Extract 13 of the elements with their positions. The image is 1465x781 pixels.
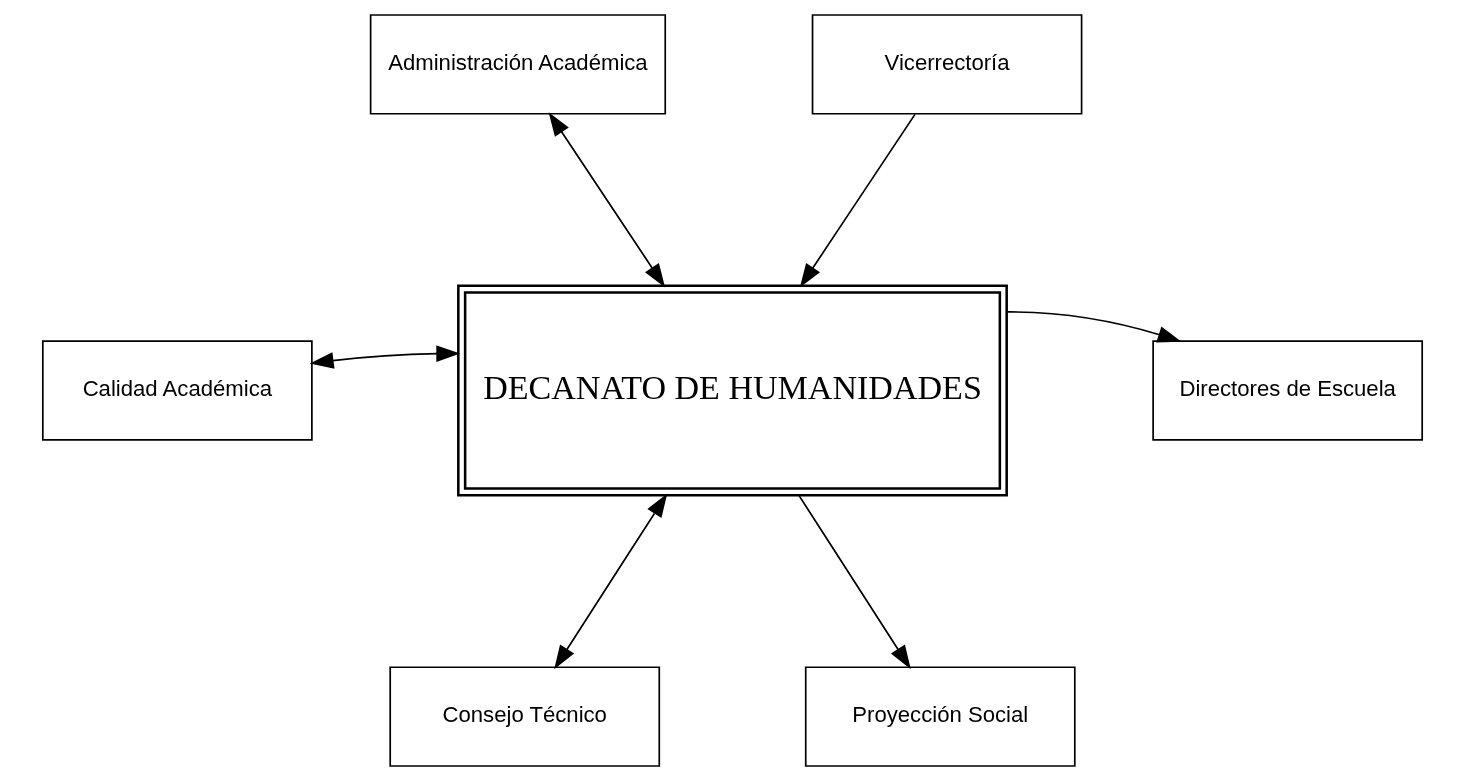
arrow <box>799 113 916 288</box>
arrow <box>798 494 911 670</box>
node-box: Consejo Técnico <box>389 666 661 767</box>
node-box: Vicerrectoría <box>811 14 1083 115</box>
node-box: Administración Académica <box>369 14 667 115</box>
node-box: Proyección Social <box>804 666 1076 767</box>
node-box: Directores de Escuela <box>1152 340 1424 441</box>
node-box: Calidad Académica <box>41 340 313 441</box>
arrow <box>309 345 461 369</box>
arrow <box>548 112 666 288</box>
node-box: DECANATO DE HUMANIDADES <box>457 284 1008 497</box>
arrow <box>554 493 668 670</box>
arrow <box>1006 311 1182 343</box>
